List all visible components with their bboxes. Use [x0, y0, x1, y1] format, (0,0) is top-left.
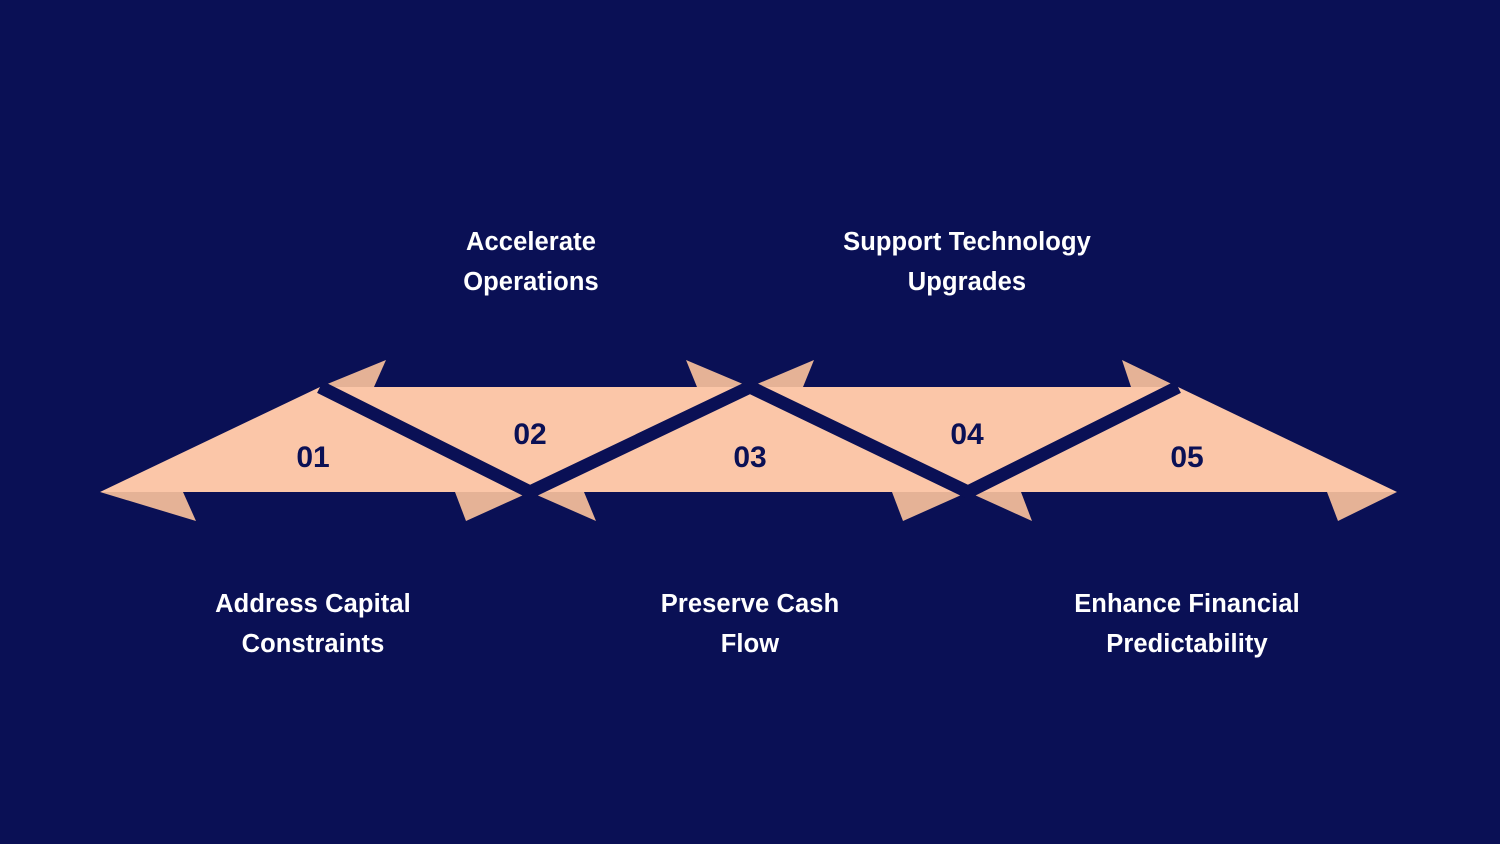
zigzag-fold-lines	[317, 379, 1181, 500]
arrow-shape-04[interactable]	[750, 360, 1178, 492]
arrow-barb-05b	[1327, 492, 1397, 521]
arrow-body-03	[530, 387, 968, 492]
arrow-barb-03	[530, 492, 596, 521]
arrow-shape-05[interactable]	[968, 387, 1397, 521]
arrow-barb-04b	[1122, 360, 1178, 387]
arrow-barb-01b	[455, 492, 530, 521]
arrow-shape-02[interactable]	[320, 360, 750, 492]
arrow-body-01	[100, 387, 530, 492]
fold-line-upper	[317, 379, 1181, 500]
arrow-barb-05	[968, 492, 1032, 521]
arrow-shape-01[interactable]	[100, 387, 530, 521]
arrow-barb-02	[320, 360, 386, 387]
arrow-barb-02b	[686, 360, 750, 387]
arrow-shape-03[interactable]	[530, 387, 968, 521]
arrow-body-02	[320, 387, 750, 492]
arrow-barb-04	[750, 360, 814, 387]
arrow-body-05	[968, 387, 1397, 492]
arrow-barb-01	[100, 492, 196, 521]
arrow-barb-03b	[892, 492, 968, 521]
arrow-body-04	[750, 387, 1178, 492]
